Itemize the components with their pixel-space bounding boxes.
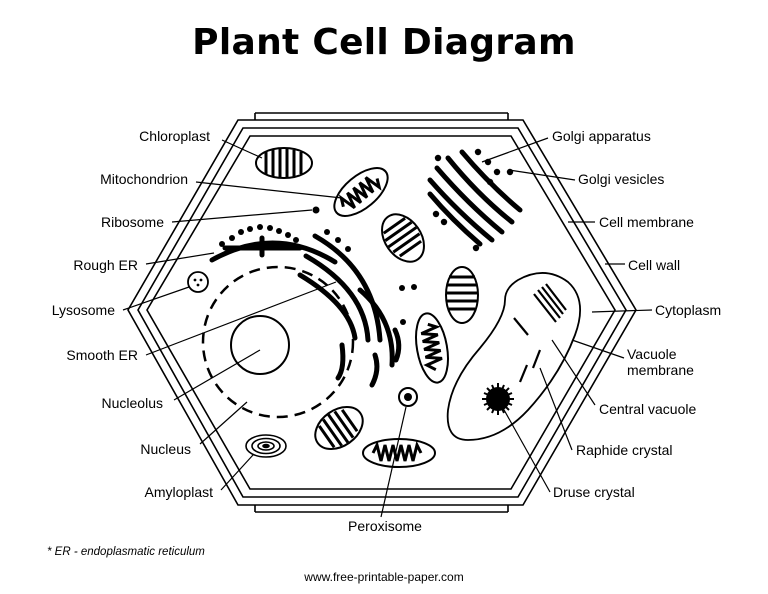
cell-wall-inner: [137, 127, 627, 498]
raphide-crystal: [513, 283, 567, 383]
endoplasmic-reticulum: [209, 233, 402, 388]
amyloplast: [245, 434, 287, 458]
label-druse-crystal: Druse crystal: [553, 484, 635, 500]
golgi-vesicles: [432, 148, 514, 252]
druse-crystal: [482, 383, 514, 415]
label-central-vacuole: Central vacuole: [599, 401, 697, 417]
rough-er-ribosomes: [219, 224, 417, 325]
wall-cap-bottom: [254, 505, 509, 513]
mitochondrion-3: [362, 438, 436, 468]
label-amyloplast: Amyloplast: [144, 484, 213, 500]
chloroplast-4: [314, 406, 364, 450]
peroxisome: [398, 387, 418, 407]
golgi-apparatus: [427, 149, 523, 247]
ribosome: [312, 206, 320, 214]
cell-wall-outer: [127, 119, 637, 506]
label-vacuole-membrane-line2: membrane: [627, 362, 694, 378]
label-vacuole-membrane: Vacuole membrane: [627, 346, 694, 378]
label-chloroplast: Chloroplast: [139, 128, 210, 144]
label-peroxisome: Peroxisome: [348, 518, 422, 534]
lysosome: [187, 271, 209, 293]
label-rough-er: Rough ER: [73, 257, 138, 273]
label-mitochondrion: Mitochondrion: [100, 171, 188, 187]
mitochondrion-2: [415, 312, 449, 384]
footnote: * ER - endoplasmatic reticulum: [47, 546, 205, 558]
label-smooth-er: Smooth ER: [66, 347, 138, 363]
label-nucleus: Nucleus: [140, 441, 191, 457]
nucleus: [201, 265, 355, 419]
label-golgi-vesicles: Golgi vesicles: [578, 171, 665, 187]
central-vacuole: [446, 272, 582, 441]
leader-lines: [122, 137, 653, 518]
label-raphide-crystal: Raphide crystal: [576, 442, 673, 458]
cell-membrane: [146, 135, 616, 490]
label-lysosome: Lysosome: [51, 302, 115, 318]
label-cell-membrane: Cell membrane: [599, 214, 694, 230]
label-ribosome: Ribosome: [100, 214, 164, 230]
chloroplast-1: [255, 147, 313, 179]
label-vacuole-membrane-line1: Vacuole: [627, 346, 677, 362]
label-cell-wall: Cell wall: [628, 257, 681, 273]
page-title: Plant Cell Diagram: [192, 22, 576, 63]
chloroplast-3: [445, 266, 479, 324]
label-nucleolus: Nucleolus: [101, 395, 163, 411]
mitochondrion-1: [333, 167, 389, 217]
footer-url: www.free-printable-paper.com: [304, 570, 464, 584]
nucleolus: [230, 315, 290, 375]
chloroplast-2: [381, 213, 425, 263]
label-cytoplasm: Cytoplasm: [655, 302, 722, 318]
label-golgi-apparatus: Golgi apparatus: [552, 128, 651, 144]
wall-cap-top: [254, 112, 509, 120]
